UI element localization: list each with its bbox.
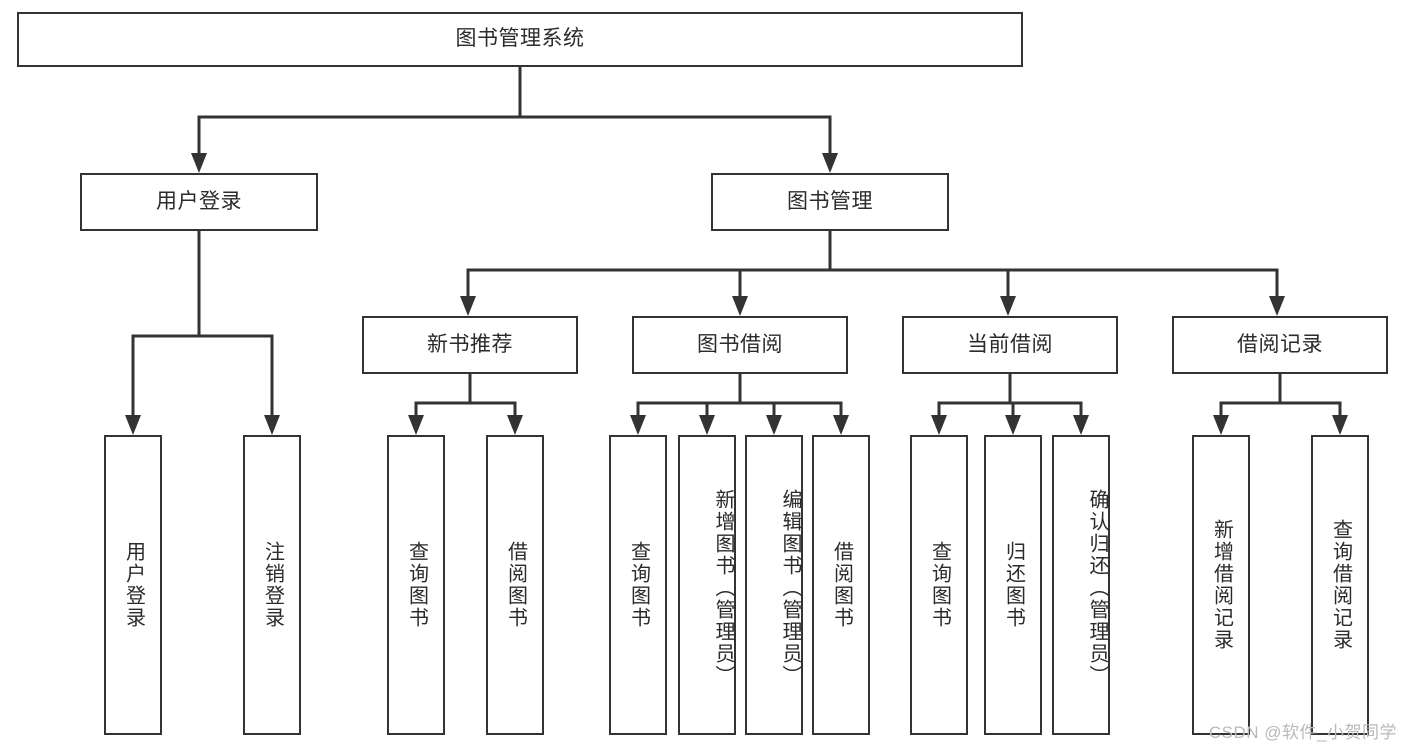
arrowhead-icon — [833, 415, 849, 435]
arrowhead-icon — [191, 153, 207, 173]
node-label: 查询图书 — [928, 541, 951, 629]
node-leaf-leaf_bb_edit[interactable]: 编辑图书（管理员） — [745, 435, 803, 735]
arrowhead-icon — [699, 415, 715, 435]
node-leaf-leaf_br_query[interactable]: 查询借阅记录 — [1311, 435, 1369, 735]
arrowhead-icon — [732, 296, 748, 316]
arrowhead-icon — [125, 415, 141, 435]
node-leaf-leaf_bb_query[interactable]: 查询图书 — [609, 435, 667, 735]
node-root-图书管理系统[interactable]: 图书管理系统 — [17, 12, 1023, 67]
node-leaf-leaf_cb_query[interactable]: 查询图书 — [910, 435, 968, 735]
arrowhead-icon — [1269, 296, 1285, 316]
arrowhead-icon — [1332, 415, 1348, 435]
node-label: 新增图书（管理员） — [712, 489, 734, 687]
node-label: 借阅记录 — [1237, 332, 1323, 356]
node-label: 图书管理 — [787, 189, 873, 213]
node-label: 确认归还（管理员） — [1086, 489, 1108, 687]
node-label: 图书管理系统 — [455, 27, 585, 51]
node-level2-user_login[interactable]: 用户登录 — [80, 173, 318, 231]
node-label: 注销登录 — [261, 541, 284, 629]
node-label: 查询借阅记录 — [1329, 519, 1352, 651]
node-label: 新书推荐 — [427, 332, 513, 356]
node-label: 用户登录 — [122, 541, 145, 629]
arrowhead-icon — [1213, 415, 1229, 435]
node-leaf-leaf_cb_return[interactable]: 归还图书 — [984, 435, 1042, 735]
node-level3-new_book_rec[interactable]: 新书推荐 — [362, 316, 578, 374]
node-label: 借阅图书 — [504, 541, 527, 629]
arrowhead-icon — [460, 296, 476, 316]
arrowhead-icon — [630, 415, 646, 435]
node-label: 当前借阅 — [967, 332, 1053, 356]
node-level2-book_manage[interactable]: 图书管理 — [711, 173, 949, 231]
node-leaf-leaf_bb_borrow[interactable]: 借阅图书 — [812, 435, 870, 735]
arrowhead-icon — [264, 415, 280, 435]
node-label: 用户登录 — [156, 189, 242, 213]
arrowhead-icon — [1073, 415, 1089, 435]
arrowhead-icon — [408, 415, 424, 435]
arrowhead-icon — [1005, 415, 1021, 435]
arrowhead-icon — [1000, 296, 1016, 316]
node-label: 图书借阅 — [697, 332, 783, 356]
node-level3-borrow_record[interactable]: 借阅记录 — [1172, 316, 1388, 374]
node-leaf-leaf_rec_borrow[interactable]: 借阅图书 — [486, 435, 544, 735]
node-leaf-leaf_cb_confirm[interactable]: 确认归还（管理员） — [1052, 435, 1110, 735]
node-label: 编辑图书（管理员） — [779, 489, 801, 687]
arrowhead-icon — [822, 153, 838, 173]
node-label: 借阅图书 — [830, 541, 853, 629]
arrowhead-icon — [766, 415, 782, 435]
node-level3-book_borrow[interactable]: 图书借阅 — [632, 316, 848, 374]
node-label: 查询图书 — [627, 541, 650, 629]
arrowhead-icon — [507, 415, 523, 435]
node-leaf-leaf_bb_add[interactable]: 新增图书（管理员） — [678, 435, 736, 735]
node-leaf-leaf_user_login[interactable]: 用户登录 — [104, 435, 162, 735]
node-level3-current_borrow[interactable]: 当前借阅 — [902, 316, 1118, 374]
node-leaf-leaf_rec_query[interactable]: 查询图书 — [387, 435, 445, 735]
node-label: 查询图书 — [405, 541, 428, 629]
arrowhead-icon — [931, 415, 947, 435]
watermark-text: CSDN @软件_小贺同学 — [1208, 723, 1397, 742]
node-label: 新增借阅记录 — [1210, 519, 1233, 651]
node-leaf-leaf_br_add[interactable]: 新增借阅记录 — [1192, 435, 1250, 735]
node-leaf-leaf_logout[interactable]: 注销登录 — [243, 435, 301, 735]
node-label: 归还图书 — [1002, 541, 1025, 629]
